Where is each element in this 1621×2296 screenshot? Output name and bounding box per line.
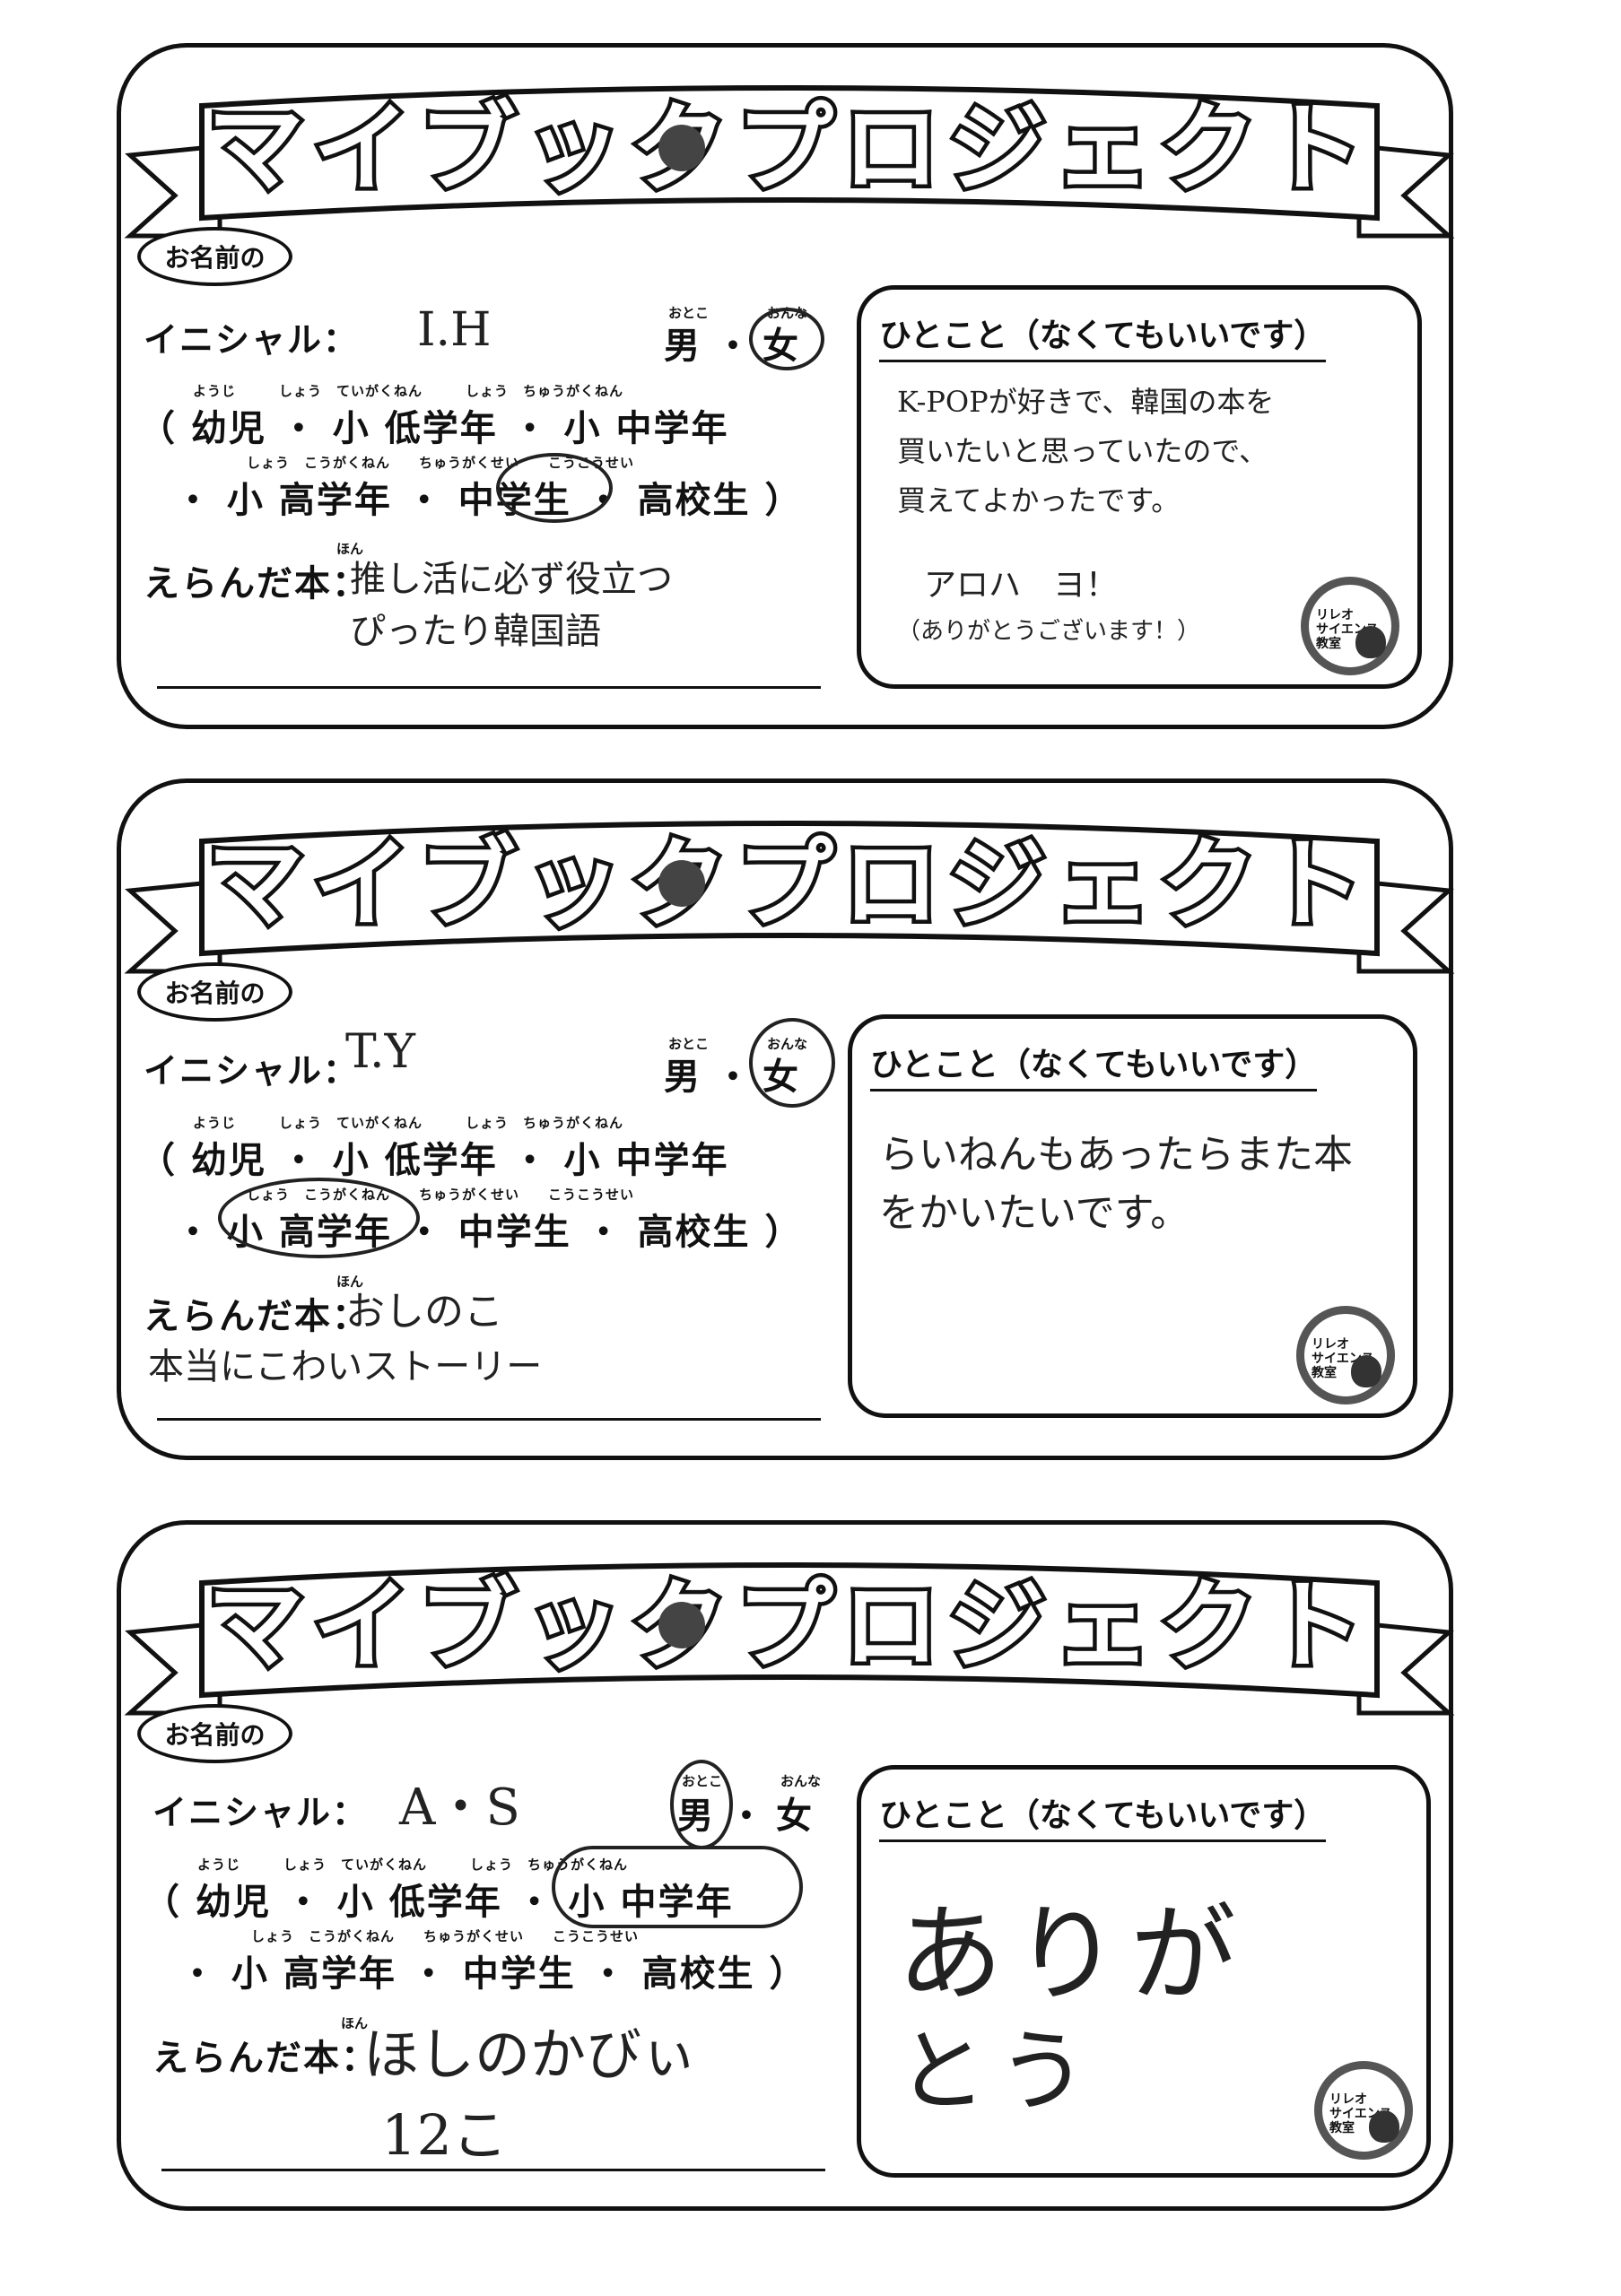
comment-line: ありが (897, 1892, 1248, 2016)
selection-circle-female (749, 1018, 835, 1108)
male-ruby: おとこ (668, 1036, 710, 1052)
comment-line: をかいたいです。 (879, 1190, 1190, 1236)
initial-label: イニシャル： (153, 1793, 369, 1832)
initial-label: イニシャル： (144, 320, 360, 360)
comment-line: K-POPが好きで、韓国の本を (897, 385, 1275, 419)
comment-title: ひとこと（なくてもいいです） (879, 309, 1327, 362)
divider-line (161, 2169, 825, 2171)
initial-value: A・S (399, 1779, 520, 1837)
comment-line: アロハ ヨ！ (924, 567, 1119, 604)
science-logo-icon: リレオ サイエンス 教室 (1301, 577, 1399, 675)
selection-circle-male (670, 1760, 733, 1849)
banner-title-text: マイブックプロジェクト (207, 93, 1372, 205)
name-tag: お名前の (137, 227, 292, 286)
grades-row1: （ 幼児 ・ 小 低学年 ・ 小 中学年 (144, 1882, 734, 1923)
feedback-card-3: マイブックプロジェクト お名前の イニシャル： A・S おとこ おんな 男 ・ … (117, 1520, 1455, 2211)
grades-row2: ・ 小 高学年 ・ 中学生 ・ 高校生 ） (175, 480, 803, 521)
banner-title-text: マイブックプロジェクト (207, 829, 1372, 941)
divider-line (157, 1418, 821, 1421)
female-ruby: おんな (780, 1773, 822, 1789)
initial-label: イニシャル： (144, 1051, 360, 1091)
book-label: えらんだ本： (144, 1296, 370, 1337)
comment-line: （ありがとうございます！） (897, 618, 1201, 645)
divider-line (157, 686, 821, 689)
grades-row2: ・ 小 高学年 ・ 中学生 ・ 高校生 ） (179, 1953, 807, 1995)
selection-circle-grade (552, 1846, 803, 1928)
planet-icon (658, 860, 705, 907)
science-logo-icon: リレオ サイエンス 教室 (1314, 2061, 1413, 2160)
grades-row1: （ 幼児 ・ 小 低学年 ・ 小 中学年 (139, 408, 729, 449)
grades-row2-ruby: しょう こうがくねん ちゅうがくせい こうこうせい (251, 1928, 640, 1944)
name-tag: お名前の (137, 962, 292, 1022)
grades-row1-ruby: ようじ しょう ていがくねん しょう ちゅうがくねん (197, 1857, 629, 1873)
female-option: 女 (776, 1796, 814, 1837)
book-ruby: ほん (341, 2015, 369, 2031)
feedback-card-2: マイブックプロジェクト お名前の イニシャル： T.Y おとこ おんな 男 ・ … (117, 778, 1455, 1460)
dot-separator: ・ (728, 1796, 766, 1837)
title-banner: マイブックプロジェクト (124, 85, 1455, 239)
comment-title: ひとこと（なくてもいいです） (879, 1789, 1327, 1842)
comment-line: とう (897, 2019, 1098, 2124)
book-title-line1: ほしのかびぃ (363, 2022, 698, 2087)
initial-value: I.H (417, 303, 492, 357)
science-logo-icon: リレオ サイエンス 教室 (1296, 1306, 1395, 1405)
banner-title-text: マイブックプロジェクト (207, 1570, 1372, 1683)
book-title-line2: 12こ (381, 2102, 508, 2168)
male-option: 男 (664, 1057, 702, 1098)
comment-box: ひとこと（なくてもいいです） ありが とう リレオ サイエンス 教室 (857, 1765, 1431, 2178)
comment-line: らいねんもあったらまた本 (879, 1132, 1353, 1178)
title-banner: マイブックプロジェクト (124, 1562, 1455, 1716)
selection-circle-grade (496, 453, 613, 523)
dot-separator: ・ (715, 1057, 753, 1098)
comment-box: ひとこと（なくてもいいです） K-POPが好きで、韓国の本を 買いたいと思ってい… (857, 285, 1422, 689)
initial-value: T.Y (345, 1025, 415, 1079)
grades-row1-ruby: ようじ しょう ていがくねん しょう ちゅうがくねん (193, 1115, 624, 1131)
book-ruby: ほん (336, 1274, 364, 1290)
selection-circle-female (749, 308, 824, 370)
selection-circle-grade (218, 1178, 420, 1258)
book-title-line1: 推し活に必ず役立つ (350, 559, 673, 600)
grades-row1: （ 幼児 ・ 小 低学年 ・ 小 中学年 (139, 1140, 729, 1181)
comment-box: ひとこと（なくてもいいです） らいねんもあったらまた本 をかいたいです。 リレオ… (848, 1014, 1417, 1418)
book-title-line2: ぴったり韓国語 (350, 611, 601, 652)
planet-icon (658, 1602, 705, 1648)
feedback-card-1: マイブックプロジェクト お名前の イニシャル： I.H おとこ おんな 男 ・ … (117, 43, 1455, 729)
book-label: えらんだ本： (144, 563, 370, 604)
book-label: えらんだ本： (153, 2038, 379, 2079)
comment-title: ひとこと（なくてもいいです） (870, 1039, 1318, 1091)
comment-line: 買えてよかったです。 (897, 483, 1181, 517)
dot-separator: ・ (715, 326, 753, 367)
male-ruby: おとこ (668, 305, 710, 321)
book-title-line2: 本当にこわいストーリー (148, 1346, 543, 1387)
planet-icon (658, 125, 705, 171)
male-option: 男 (664, 326, 702, 367)
name-tag: お名前の (137, 1704, 292, 1763)
grades-row1-ruby: ようじ しょう ていがくねん しょう ちゅうがくねん (193, 383, 624, 399)
comment-line: 買いたいと思っていたので、 (897, 434, 1268, 468)
title-banner: マイブックプロジェクト (124, 821, 1455, 974)
book-ruby: ほん (336, 541, 364, 557)
book-title-line1: おしのこ (345, 1289, 503, 1335)
